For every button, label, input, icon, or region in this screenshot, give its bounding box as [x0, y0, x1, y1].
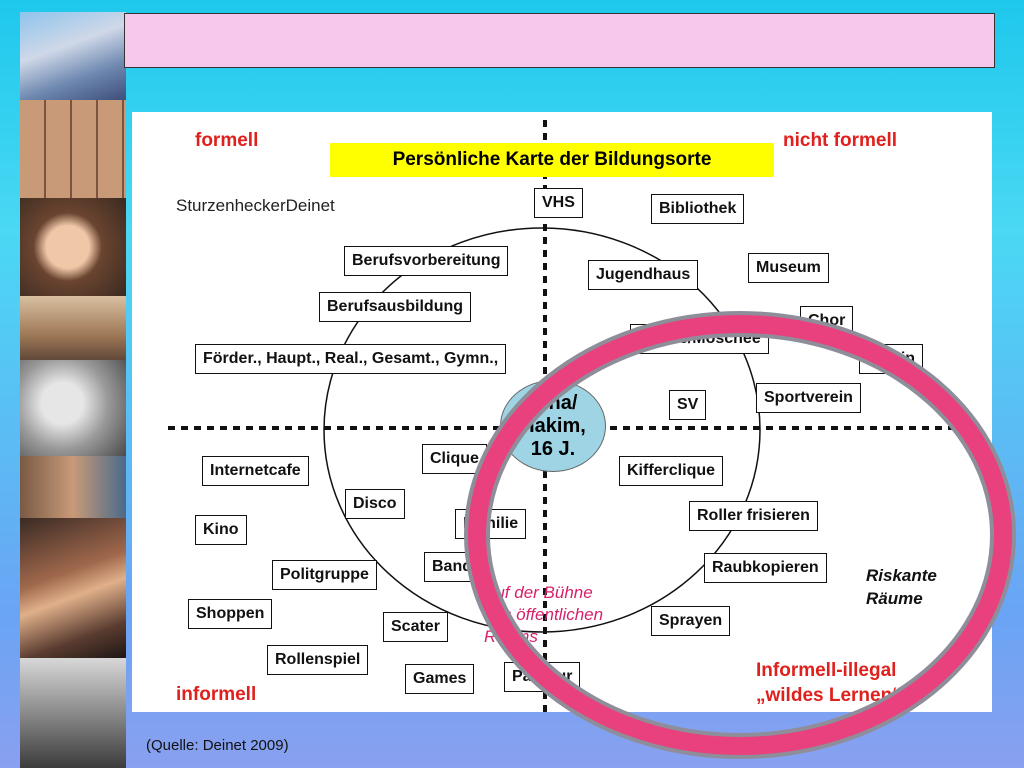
- node-sprayen: Sprayen: [651, 606, 731, 636]
- node-kifferclique: Kifferclique: [619, 456, 724, 486]
- slide-title-bar: [124, 13, 995, 68]
- center-line-1: Dina/: [528, 391, 578, 414]
- node-clique: Clique: [422, 444, 487, 474]
- node-games: Games: [405, 664, 475, 694]
- stage-line-3: Raums: [484, 627, 538, 646]
- node-vhs: VHS: [534, 188, 583, 218]
- node-internetcafe: Internetcafe: [202, 456, 309, 486]
- center-person-node: Dina/ Hakim, 16 J.: [500, 380, 606, 472]
- node-schulformen: Förder., Haupt., Real., Gesamt., Gymn.,: [195, 344, 507, 374]
- photo-skaters: [20, 12, 126, 100]
- node-museum: Museum: [748, 253, 829, 283]
- illegal-annotation: Informell-illegal „wildes Lernen“: [756, 658, 902, 708]
- node-sv: SV: [669, 390, 707, 420]
- node-politgruppe: Politgruppe: [272, 560, 377, 590]
- stage-line-2: des öffentlichen: [484, 605, 604, 624]
- node-band: Band: [424, 552, 480, 582]
- stage-annotation: Auf der Bühne des öffentlichen Raums: [484, 582, 603, 648]
- illegal-line-1: Informell-illegal: [756, 660, 897, 681]
- node-parcour: Parcour: [504, 662, 581, 692]
- illegal-line-2: „wildes Lernen“: [756, 685, 902, 706]
- node-familie: Familie: [455, 509, 527, 539]
- center-line-3: 16 J.: [530, 437, 576, 460]
- risk-annotation: Riskante Räume: [866, 564, 937, 610]
- quadrant-label-informell: informell: [176, 684, 257, 705]
- node-roller-frisieren: Roller frisieren: [689, 501, 818, 531]
- photo-faces-grid: [20, 100, 126, 198]
- map-title: Persönliche Karte der Bildungsorte: [330, 143, 774, 177]
- risk-line-2: Räume: [866, 589, 923, 608]
- node-scater: Scater: [383, 612, 448, 642]
- photo-girl-phone: [20, 198, 126, 296]
- quadrant-label-nicht-formell: nicht formell: [783, 130, 898, 151]
- node-sportverein: Sportverein: [756, 383, 861, 413]
- photo-young-men: [20, 456, 126, 518]
- quadrant-label-formell: formell: [195, 130, 259, 151]
- node-berufsvorbereitung: Berufsvorbereitung: [344, 246, 509, 276]
- author-credit: SturzenheckerDeinet: [176, 196, 335, 215]
- node-bibliothek: Bibliothek: [651, 194, 745, 224]
- node-rollenspiel: Rollenspiel: [267, 645, 369, 675]
- bildungsorte-map: formell nicht formell informell Persönli…: [132, 112, 992, 712]
- stage-line-1: Auf der Bühne: [484, 583, 593, 602]
- node-disco: Disco: [345, 489, 405, 519]
- node-chor: Chor: [800, 306, 854, 336]
- source-citation: (Quelle: Deinet 2009): [146, 737, 289, 754]
- node-kino: Kino: [195, 515, 247, 545]
- photo-group-heads: [20, 296, 126, 360]
- node-shoppen: Shoppen: [188, 599, 273, 629]
- node-verein: Verein: [859, 344, 924, 374]
- photo-blond-girl: [20, 360, 126, 456]
- photo-demo-crowd: [20, 658, 126, 768]
- photo-collage-strip: [20, 12, 126, 768]
- node-jugendhaus: Jugendhaus: [588, 260, 699, 290]
- node-raubkopieren: Raubkopieren: [704, 553, 827, 583]
- risk-line-1: Riskante: [866, 566, 937, 585]
- photo-party-crowd: [20, 518, 126, 658]
- center-line-2: Hakim,: [520, 414, 586, 437]
- node-berufsausbildung: Berufsausbildung: [319, 292, 472, 322]
- node-kirche-moschee: Kirche/Moschee: [630, 324, 769, 354]
